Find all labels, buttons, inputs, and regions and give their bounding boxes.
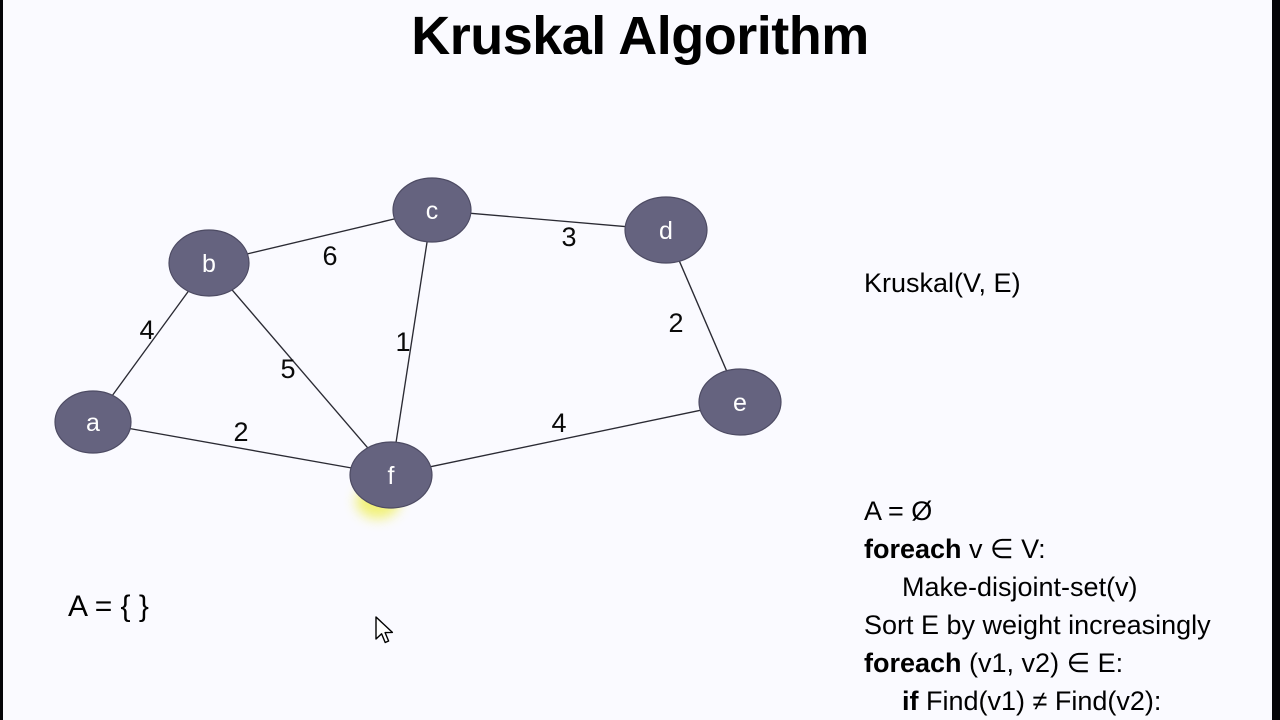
graph-edges-layer	[111, 212, 728, 469]
node-shape-c	[392, 177, 472, 243]
graph-node-f[interactable]: f	[349, 441, 433, 509]
graph-svg: a b c d e f 4 2 6 5 3 1 2 4	[54, 177, 782, 519]
graph-diagram: a b c d e f 4 2 6 5 3 1 2 4	[0, 120, 840, 680]
pseudocode-lines: A = Ø foreach v ∈ V: Make-disjoint-set(v) S…	[864, 492, 1264, 720]
pseudocode-line-3: Sort E by weight increasingly	[864, 610, 1211, 640]
page-title: Kruskal Algorithm	[411, 6, 869, 66]
graph-edge-af	[130, 427, 352, 469]
pseudocode-keyword: foreach	[864, 534, 962, 564]
node-label-c: c	[426, 197, 439, 225]
pseudocode-signature: Kruskal(V, E)	[864, 268, 1021, 298]
letterbox-bar-right	[1272, 0, 1280, 720]
graph-edge-ab	[111, 290, 189, 396]
letterbox-bar-left	[0, 0, 3, 720]
edge-weight-cf: 1	[395, 327, 410, 357]
node-label-e: e	[733, 389, 747, 417]
pseudocode-spacer	[864, 378, 1264, 416]
node-label-a: a	[86, 409, 100, 437]
edge-weight-fe: 4	[551, 408, 566, 438]
graph-edge-cd	[470, 212, 626, 228]
node-label-f: f	[388, 462, 395, 490]
graph-edge-weights-layer: 4 2 6 5 3 1 2 4	[139, 222, 683, 447]
pseudocode-keyword: foreach	[864, 648, 962, 678]
pseudocode-block: Kruskal(V, E) A = Ø foreach v ∈ V: Make-di…	[864, 188, 1264, 720]
node-label-d: d	[659, 217, 673, 245]
result-set-text: A = { }	[68, 590, 149, 623]
node-shape-d	[624, 196, 708, 264]
edge-weight-de: 2	[668, 308, 683, 338]
graph-edge-fe	[430, 409, 701, 468]
edge-weight-cd: 3	[561, 222, 576, 252]
edge-weight-bf: 5	[280, 354, 295, 384]
node-shape-f	[349, 441, 433, 509]
node-shape-e	[698, 368, 782, 436]
graph-node-c[interactable]: c	[392, 177, 472, 243]
graph-edge-bc	[247, 218, 395, 255]
pseudocode-line-1: foreach v ∈ V:	[864, 534, 1046, 564]
graph-edge-bf	[231, 289, 369, 449]
node-shape-b	[168, 229, 250, 297]
graph-nodes-layer: a b c d e f	[54, 177, 782, 509]
edge-weight-af: 2	[233, 417, 248, 447]
pseudocode-line-4: foreach (v1, v2) ∈ E:	[864, 648, 1124, 678]
graph-edge-cf	[395, 241, 428, 443]
graph-node-a[interactable]: a	[54, 390, 132, 454]
pseudocode-line-5: if Find(v1) ≠ Find(v2):	[902, 686, 1162, 716]
node-label-b: b	[202, 250, 216, 278]
graph-node-b[interactable]: b	[168, 229, 250, 297]
pseudocode-keyword: if	[902, 686, 919, 716]
edge-weight-bc: 6	[322, 241, 337, 271]
graph-node-e[interactable]: e	[698, 368, 782, 436]
graph-node-d[interactable]: d	[624, 196, 708, 264]
pseudocode-line-0: A = Ø	[864, 496, 933, 526]
pseudocode-line-2: Make-disjoint-set(v)	[902, 572, 1138, 602]
graph-edge-de	[678, 260, 728, 372]
node-shape-a	[54, 390, 132, 454]
edge-weight-ab: 4	[139, 315, 154, 345]
